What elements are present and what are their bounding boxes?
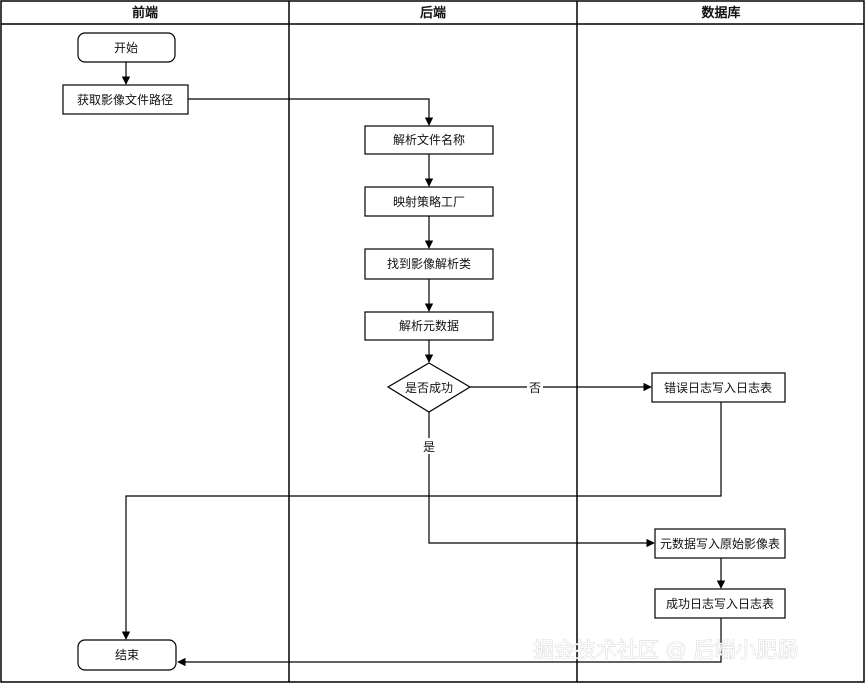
node-parse-meta	[364, 311, 494, 341]
node-map-factory-label: 映射策略工厂	[393, 194, 465, 209]
lane-title-backend: 后端	[420, 5, 446, 21]
edge-get-path-to-parse-name	[188, 98, 434, 126]
edge-error-log-to-end	[121, 402, 722, 640]
node-end-label: 结束	[115, 648, 139, 662]
watermark-text: 掘金技术社区 @ 后端小肥肠	[533, 638, 798, 662]
node-parse-meta-label: 解析元数据	[399, 318, 459, 333]
edge-label-yes: 是	[423, 440, 435, 454]
node-start	[77, 32, 176, 63]
edge-label-no: 否	[529, 381, 541, 395]
edge-decision-yes-to-meta-write	[428, 412, 655, 548]
node-start-label: 开始	[114, 41, 138, 55]
node-map-factory	[364, 186, 494, 217]
edge-success-log-to-end	[177, 618, 722, 667]
lane-title-frontend: 前端	[132, 5, 158, 21]
node-find-parser	[364, 248, 494, 280]
node-success-log	[654, 588, 786, 619]
node-error-log-label: 错误日志写入日志表	[664, 381, 772, 395]
lane-title-database: 数据库	[701, 5, 740, 21]
node-get-path	[62, 84, 189, 115]
node-meta-write	[654, 528, 786, 559]
node-decision-is-success	[386, 362, 472, 413]
node-parse-name	[364, 125, 494, 155]
node-decision-label: 是否成功	[405, 381, 453, 395]
node-parse-name-label: 解析文件名称	[393, 132, 465, 147]
node-success-log-label: 成功日志写入日志表	[666, 597, 774, 611]
node-end	[77, 639, 177, 671]
node-meta-write-label: 元数据写入原始影像表	[660, 536, 780, 551]
node-error-log	[651, 372, 786, 403]
node-find-parser-label: 找到影像解析类	[387, 257, 471, 271]
node-get-path-label: 获取影像文件路径	[77, 92, 173, 107]
